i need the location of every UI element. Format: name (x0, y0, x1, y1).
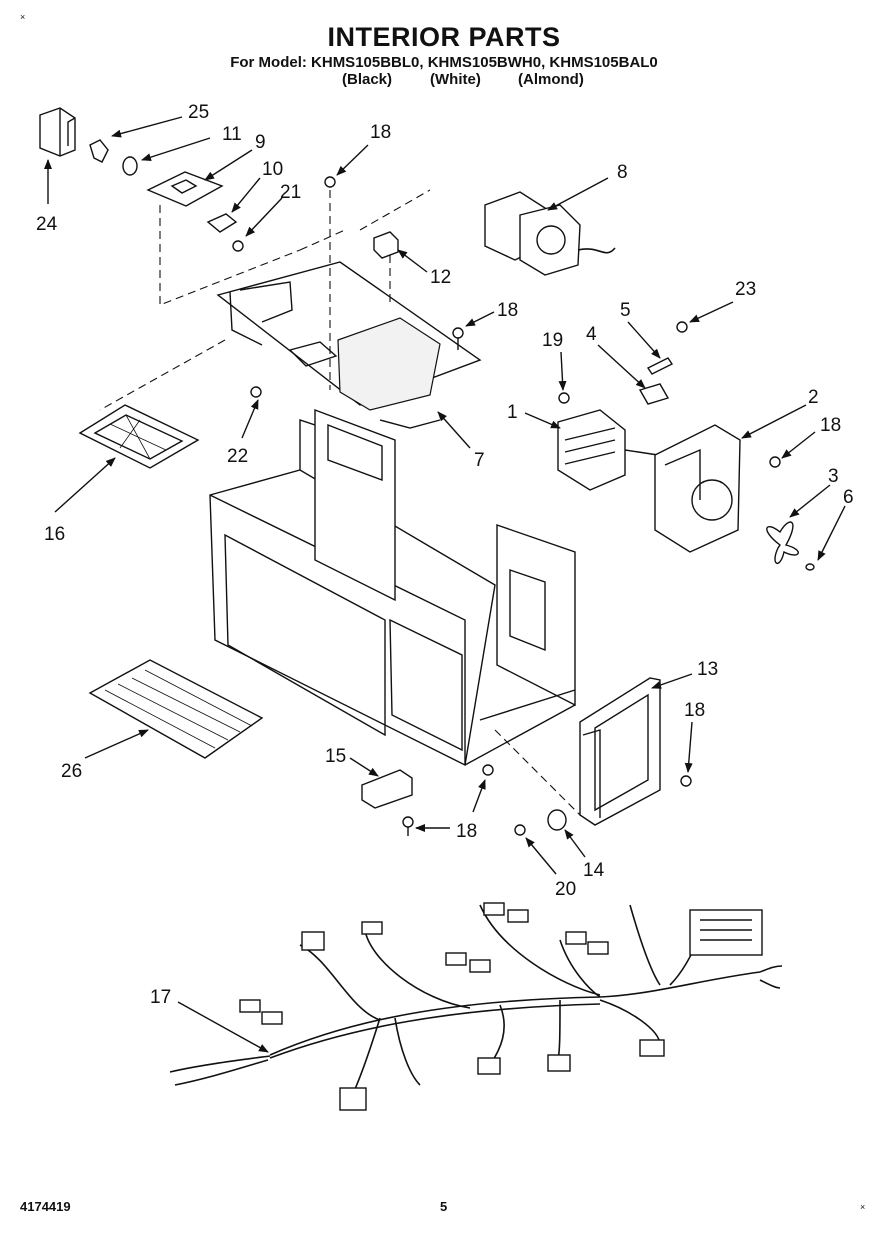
part-10-holder (206, 213, 238, 233)
callout-18-tray: 18 (497, 300, 518, 321)
part-18-screw-top (324, 176, 336, 188)
part-7-tray (216, 261, 482, 429)
callout-leaders (44, 116, 846, 1053)
callout-8: 8 (617, 162, 628, 183)
callout-14: 14 (583, 860, 605, 881)
part-1-magnetron (557, 409, 659, 491)
callout-18-duct: 18 (820, 415, 841, 436)
part-6-clip (805, 563, 815, 571)
callout-labels: 25 11 24 9 10 21 18 8 12 18 23 5 4 19 1 … (36, 102, 854, 1008)
part-17-wiring-harness (169, 902, 783, 1111)
part-21-screw (232, 240, 244, 252)
part-11-lamp (122, 156, 138, 176)
callout-19: 19 (542, 330, 563, 351)
color-almond-label: (Almond) (518, 71, 584, 88)
part-4-thermal (638, 383, 670, 405)
callout-22: 22 (227, 446, 248, 467)
part-18-screw-a (452, 327, 464, 350)
callout-10: 10 (262, 159, 283, 180)
part-19-screw (558, 392, 570, 404)
callout-18-bottom: 18 (456, 821, 477, 842)
callout-11: 11 (222, 124, 242, 145)
part-13-frame (579, 677, 661, 826)
part-9-plate (146, 171, 224, 207)
footer-part-number: 4174419 (20, 1199, 71, 1214)
part-12-connector (373, 231, 399, 259)
part-8-blower (484, 191, 616, 276)
part-26-grate (88, 659, 264, 759)
part-24-bracket (39, 107, 76, 157)
part-16-filter (78, 404, 200, 469)
part-2-duct (654, 424, 741, 553)
callout-24: 24 (36, 214, 58, 235)
part-5-fuse (646, 357, 674, 375)
callout-20: 20 (555, 879, 576, 900)
callout-4: 4 (586, 324, 597, 345)
callout-16: 16 (44, 524, 65, 545)
callout-9: 9 (255, 132, 266, 153)
callout-26: 26 (61, 761, 82, 782)
color-white-label: (White) (430, 71, 481, 88)
part-18-screw-b (769, 456, 781, 468)
callout-3: 3 (828, 466, 839, 487)
footer-page-number: 5 (440, 1199, 448, 1214)
color-black-label: (Black) (342, 71, 393, 88)
callout-7: 7 (474, 450, 485, 471)
part-15-bracket (361, 769, 413, 809)
callout-6: 6 (843, 487, 854, 508)
callout-23: 23 (735, 279, 756, 300)
callout-12: 12 (430, 267, 451, 288)
model-list: For Model: KHMS105BBL0, KHMS105BWH0, KHM… (230, 54, 658, 71)
callout-18-frame: 18 (684, 700, 705, 721)
part-cavity-enclosure (209, 408, 576, 767)
part-23-screw (676, 321, 688, 333)
callout-21: 21 (280, 182, 301, 203)
callout-17: 17 (150, 987, 171, 1008)
part-20-screw (514, 824, 526, 836)
part-22-screw (250, 386, 262, 398)
part-14-part (547, 809, 567, 831)
part-3-fan-blade (766, 521, 799, 564)
callout-2: 2 (808, 387, 819, 408)
callout-18-top: 18 (370, 122, 391, 143)
callout-13: 13 (697, 659, 718, 680)
part-25-clip (89, 139, 109, 163)
part-18-screw-e (482, 764, 494, 776)
callout-15: 15 (325, 746, 346, 767)
callout-25: 25 (188, 102, 209, 123)
callout-1: 1 (507, 402, 518, 423)
corner-mark-top-left: × (20, 12, 26, 22)
page-title: INTERIOR PARTS (327, 22, 561, 52)
part-18-screw-c (680, 775, 692, 787)
part-18-screw-d (402, 816, 414, 836)
corner-mark-bottom-right: × (860, 1202, 866, 1212)
callout-5: 5 (620, 300, 631, 321)
